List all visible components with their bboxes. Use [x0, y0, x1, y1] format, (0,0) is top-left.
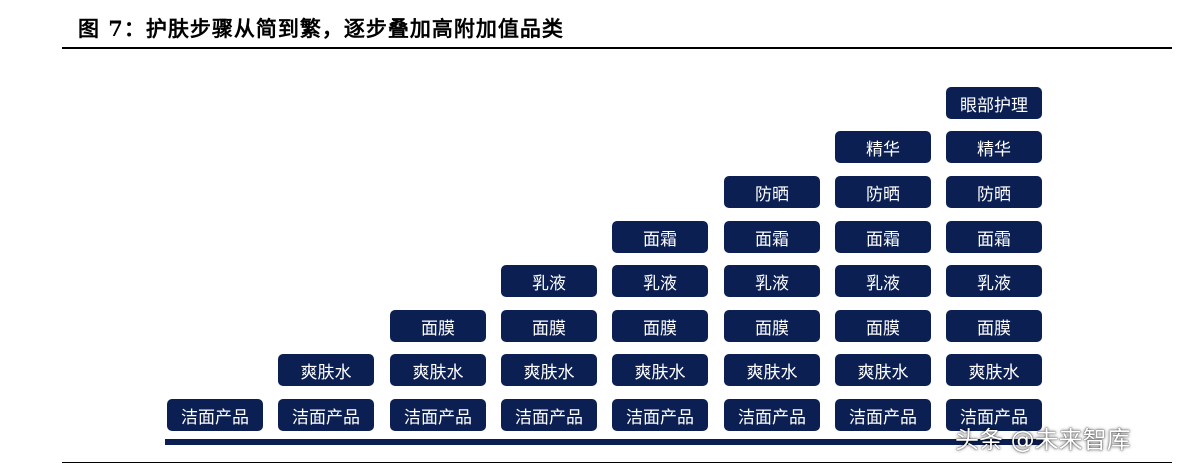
step-block: 面膜 [501, 310, 597, 342]
step-block: 防晒 [946, 176, 1042, 208]
step-block: 洁面产品 [835, 399, 931, 431]
step-block: 乳液 [946, 265, 1042, 297]
step-block: 面霜 [612, 221, 708, 253]
step-block: 面膜 [724, 310, 820, 342]
step-block: 洁面产品 [612, 399, 708, 431]
step-block: 面膜 [390, 310, 486, 342]
step-block: 面膜 [946, 310, 1042, 342]
step-block: 精华 [835, 131, 931, 163]
step-block: 面膜 [612, 310, 708, 342]
step-block: 精华 [946, 131, 1042, 163]
step-block: 洁面产品 [501, 399, 597, 431]
step-block: 乳液 [501, 265, 597, 297]
step-block: 爽肤水 [612, 354, 708, 386]
step-block: 面霜 [835, 221, 931, 253]
step-block: 洁面产品 [278, 399, 374, 431]
step-block: 洁面产品 [390, 399, 486, 431]
step-block: 洁面产品 [167, 399, 263, 431]
step-block: 乳液 [835, 265, 931, 297]
step-block: 面霜 [724, 221, 820, 253]
step-block: 爽肤水 [835, 354, 931, 386]
step-block: 爽肤水 [946, 354, 1042, 386]
step-block: 乳液 [724, 265, 820, 297]
step-block: 防晒 [835, 176, 931, 208]
step-block: 爽肤水 [390, 354, 486, 386]
step-block: 爽肤水 [278, 354, 374, 386]
step-block: 防晒 [724, 176, 820, 208]
title-rule [62, 47, 1172, 49]
step-block: 爽肤水 [724, 354, 820, 386]
diagram-baseline [165, 439, 1043, 445]
step-block: 面霜 [946, 221, 1042, 253]
watermark: 头条 @未来智库 [955, 426, 1131, 454]
step-block: 眼部护理 [946, 87, 1042, 119]
figure-title: 图 7：护肤步骤从简到繁，逐步叠加高附加值品类 [78, 16, 564, 41]
step-block: 洁面产品 [724, 399, 820, 431]
step-block: 乳液 [612, 265, 708, 297]
step-block: 爽肤水 [501, 354, 597, 386]
bottom-rule [62, 462, 1172, 463]
step-block: 洁面产品 [946, 399, 1042, 431]
step-block: 面膜 [835, 310, 931, 342]
